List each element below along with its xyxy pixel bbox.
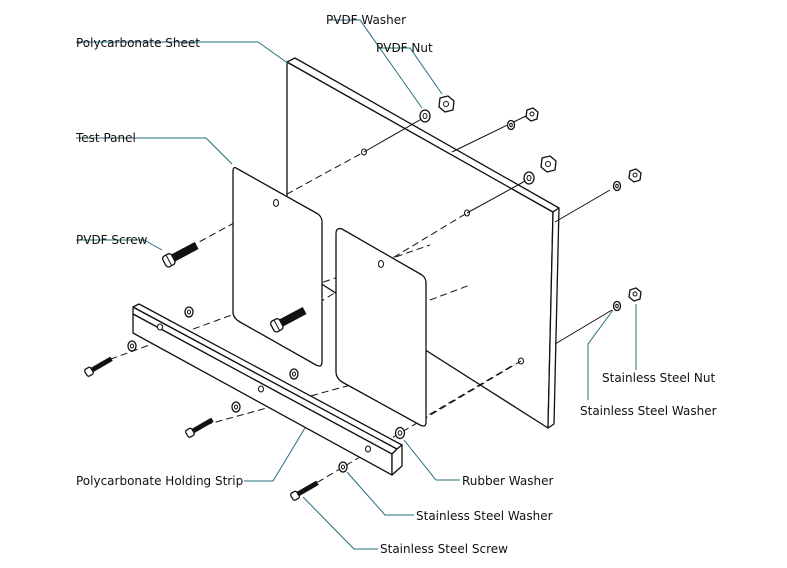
label-stainless-steel-nut: Stainless Steel Nut <box>602 371 715 385</box>
washers <box>127 109 622 473</box>
leader-lines <box>76 19 637 550</box>
pvdf-screw-lower <box>269 306 307 333</box>
stainless-steel-screw-3 <box>290 480 319 501</box>
label-stainless-steel-washer-bottom: Stainless Steel Washer <box>416 509 553 523</box>
stainless-steel-screw-2 <box>185 417 214 438</box>
label-pvdf-washer: PVDF Washer <box>326 13 406 27</box>
labels: PVDF Washer PVDF Nut Polycarbonate Sheet… <box>75 13 717 556</box>
stainless-steel-screw-1 <box>84 356 113 377</box>
label-stainless-steel-washer-right: Stainless Steel Washer <box>580 404 717 418</box>
label-test-panel: Test Panel <box>75 131 136 145</box>
nuts <box>438 95 642 302</box>
label-polycarbonate-holding-strip: Polycarbonate Holding Strip <box>76 474 243 488</box>
pvdf-screw-upper <box>161 241 199 268</box>
label-rubber-washer: Rubber Washer <box>462 474 553 488</box>
label-polycarbonate-sheet: Polycarbonate Sheet <box>76 36 200 50</box>
label-pvdf-screw: PVDF Screw <box>76 233 148 247</box>
polycarbonate-holding-strip <box>132 303 403 476</box>
label-stainless-steel-screw: Stainless Steel Screw <box>380 542 508 556</box>
label-pvdf-nut: PVDF Nut <box>376 41 433 55</box>
test-panel-right <box>335 227 427 427</box>
polycarbonate-sheet <box>286 57 560 429</box>
